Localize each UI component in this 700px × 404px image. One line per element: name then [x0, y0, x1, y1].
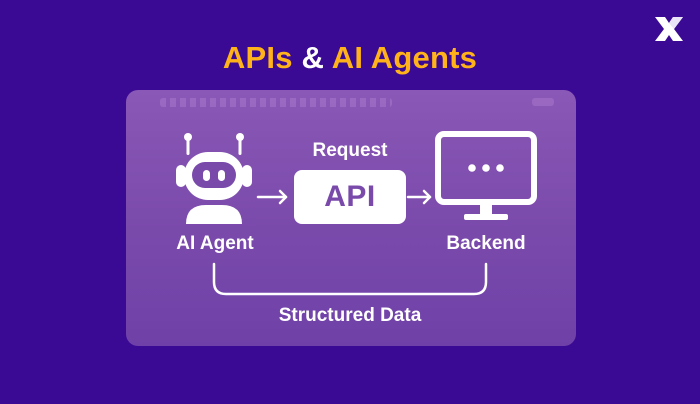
- api-box: API: [294, 170, 406, 224]
- structured-data-label: Structured Data: [278, 305, 422, 326]
- backend-label: Backend: [446, 233, 526, 254]
- page-title: APIs & AI Agents: [0, 40, 700, 76]
- title-part-ai-agents: AI Agents: [331, 40, 478, 75]
- title-part-apis: APIs: [222, 40, 293, 75]
- brand-x-logo: [655, 17, 683, 41]
- monitor-icon: [435, 131, 537, 220]
- arrow-right-icon: [256, 189, 288, 205]
- robot-icon: [176, 133, 252, 224]
- panel-texture-small: [532, 98, 554, 106]
- agent-label: AI Agent: [176, 233, 254, 254]
- panel-texture: [160, 98, 392, 107]
- request-label: Request: [312, 140, 388, 161]
- title-ampersand: &: [301, 40, 325, 75]
- api-label: API: [324, 180, 376, 213]
- return-path-connector: [212, 262, 488, 296]
- arrow-right-icon: [406, 189, 432, 205]
